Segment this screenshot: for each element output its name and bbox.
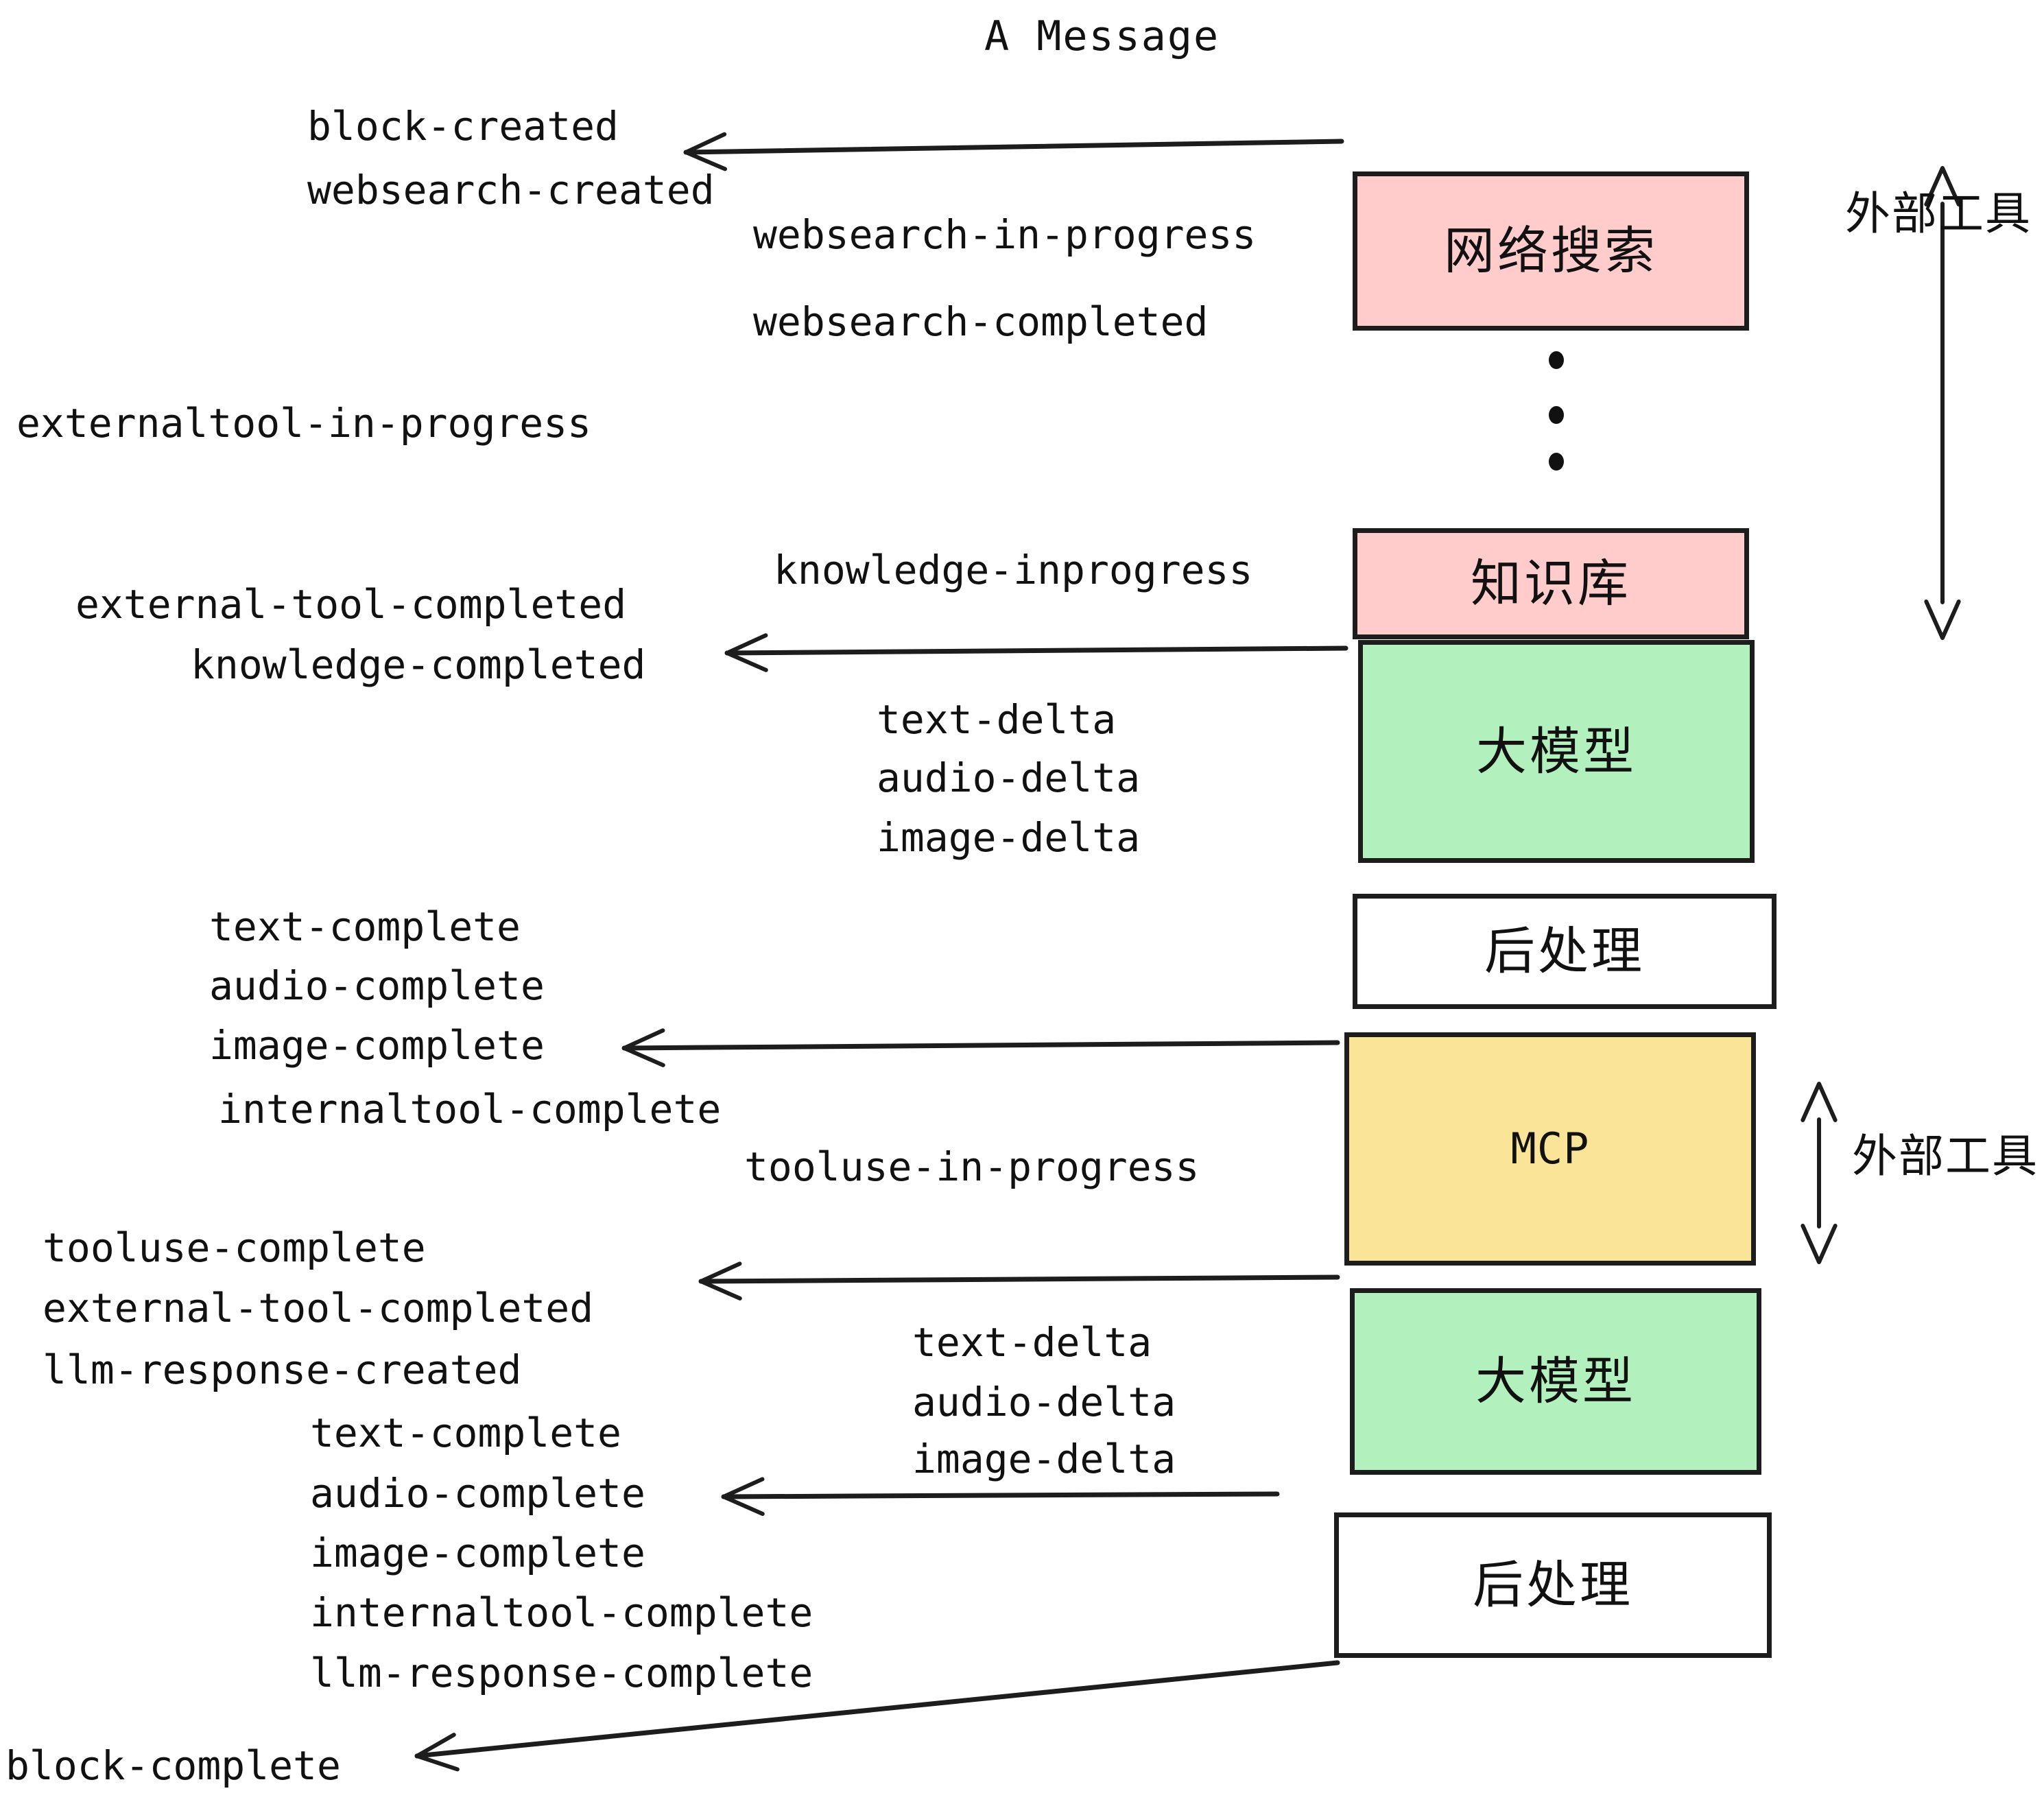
event-label: external-tool-completed: [75, 581, 627, 628]
ellipsis-dot-icon: [1549, 453, 1564, 471]
arrow-line-arrow-knowledge: [724, 645, 1348, 656]
node-box-postprocess-2[interactable]: 后处理: [1334, 1512, 1772, 1658]
node-label-knowledge: 知识库: [1471, 554, 1631, 613]
event-label: knowledge-completed: [191, 641, 646, 688]
event-label: knowledge-inprogress: [774, 547, 1253, 593]
event-label: llm-response-complete: [310, 1650, 813, 1696]
event-label: text-complete: [310, 1410, 621, 1456]
event-label: block-complete: [5, 1742, 341, 1789]
node-box-postprocess-1[interactable]: 后处理: [1353, 894, 1776, 1009]
double-arrow-head-down-external-tool-arrow-bottom: [1801, 1224, 1838, 1264]
event-label: text-delta: [877, 696, 1117, 743]
event-label: llm-response-created: [43, 1346, 522, 1393]
arrow-head-arrow-block-complete: [415, 1733, 460, 1772]
event-label: text-delta: [912, 1319, 1152, 1366]
event-label: audio-complete: [209, 962, 545, 1009]
side-annotation-external-tool-top: 外部工具: [1845, 187, 2032, 240]
double-arrow-head-up-external-tool-arrow-bottom: [1801, 1082, 1838, 1122]
arrow-head-arrow-tooluse: [699, 1261, 742, 1301]
arrow-head-arrow-audio-complete: [722, 1477, 765, 1516]
node-box-knowledge[interactable]: 知识库: [1353, 528, 1749, 639]
node-box-llm-1[interactable]: 大模型: [1358, 640, 1755, 863]
event-label: websearch-created: [307, 167, 715, 213]
event-label: text-complete: [209, 903, 521, 950]
event-label: externaltool-in-progress: [16, 400, 592, 447]
arrow-line-arrow-block-created: [683, 139, 1344, 155]
event-label: audio-delta: [912, 1379, 1176, 1425]
event-label: audio-delta: [877, 755, 1141, 801]
node-label-llm-2: 大模型: [1475, 1352, 1636, 1411]
event-label: internaltool-complete: [218, 1086, 722, 1132]
side-annotation-external-tool-bottom: 外部工具: [1852, 1130, 2039, 1183]
event-label: tooluse-complete: [43, 1224, 426, 1271]
event-label: websearch-completed: [753, 298, 1209, 345]
double-arrow-head-down-external-tool-arrow-top: [1924, 600, 1961, 640]
node-label-mcp: MCP: [1510, 1124, 1590, 1174]
ellipsis-dot-icon: [1549, 351, 1564, 369]
event-label: image-delta: [877, 814, 1141, 861]
arrow-line-arrow-audio-complete: [721, 1491, 1280, 1499]
ellipsis-dot-icon: [1549, 406, 1564, 424]
node-box-mcp[interactable]: MCP: [1344, 1032, 1756, 1266]
node-label-postprocess-1: 后处理: [1484, 922, 1645, 981]
event-label: internaltool-complete: [310, 1589, 813, 1636]
event-label: tooluse-in-progress: [744, 1143, 1200, 1190]
arrow-head-arrow-image-complete: [622, 1028, 665, 1067]
node-label-llm-1: 大模型: [1476, 722, 1637, 781]
event-label: block-created: [307, 103, 619, 150]
event-label: websearch-in-progress: [753, 211, 1257, 258]
node-label-websearch: 网络搜索: [1444, 222, 1658, 281]
node-box-websearch[interactable]: 网络搜索: [1353, 171, 1749, 331]
node-label-postprocess-2: 后处理: [1473, 1556, 1633, 1615]
arrow-head-arrow-knowledge: [725, 633, 768, 672]
event-label: image-delta: [912, 1436, 1176, 1482]
event-label: image-complete: [310, 1530, 645, 1576]
arrow-line-arrow-image-complete: [621, 1040, 1340, 1051]
node-box-llm-2[interactable]: 大模型: [1350, 1288, 1761, 1475]
event-label: audio-complete: [310, 1470, 645, 1517]
arrow-line-arrow-tooluse: [698, 1274, 1340, 1284]
event-label: image-complete: [209, 1022, 545, 1069]
arrow-head-arrow-block-created: [684, 132, 728, 171]
page-title: A Message: [984, 12, 1220, 60]
event-label: external-tool-completed: [43, 1285, 594, 1331]
